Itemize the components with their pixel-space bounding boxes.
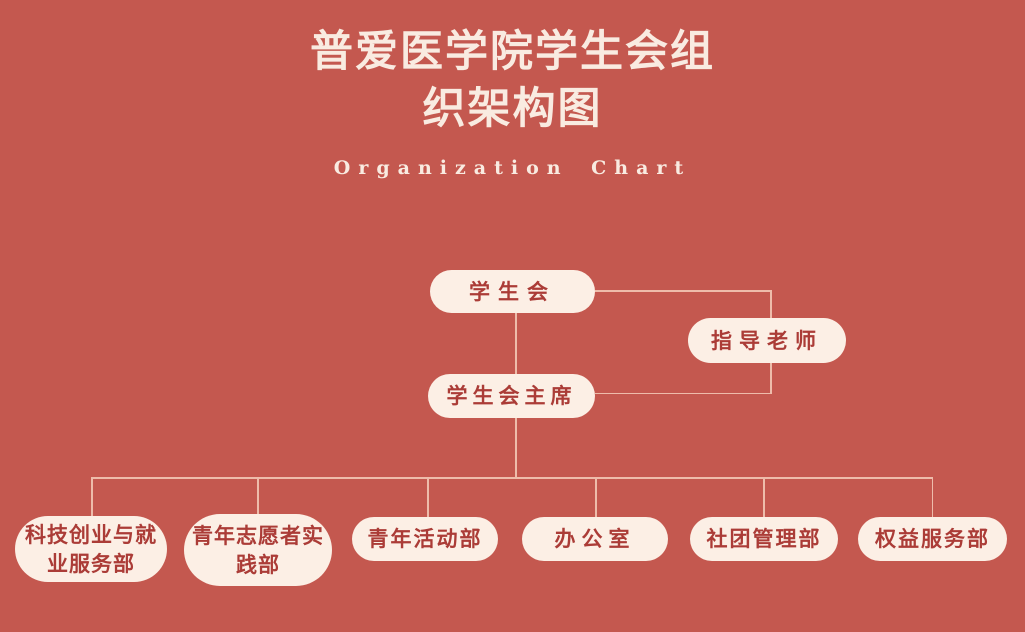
node-dept-office: 办公室 <box>522 517 668 561</box>
page-title-line2: 织架构图 <box>422 84 603 134</box>
node-dept-youth-activity: 青年活动部 <box>352 517 498 561</box>
node-president: 学生会主席 <box>428 374 595 418</box>
connector-drop-dept-3 <box>427 477 429 517</box>
connector-bus <box>91 477 933 479</box>
node-dept-youth-volunteer-practice: 青年志愿者实践部 <box>184 514 332 586</box>
connector-drop-dept-6 <box>931 477 933 517</box>
connector-drop-dept-4 <box>595 477 597 517</box>
page-title-line1: 普爱医学院学生会组 <box>310 27 715 77</box>
connector-drop-dept-2 <box>257 477 259 517</box>
connector-root-to-president <box>515 312 517 374</box>
page-subtitle: Organization Chart <box>333 157 692 179</box>
connector-president-to-bus <box>515 418 517 478</box>
node-student-union: 学生会 <box>430 270 595 313</box>
connector-drop-dept-1 <box>91 477 93 517</box>
node-dept-tech-entrepreneurship-employment: 科技创业与就业服务部 <box>15 516 167 582</box>
node-dept-rights-service: 权益服务部 <box>858 517 1007 561</box>
node-advisor: 指导老师 <box>688 318 846 363</box>
connector-drop-dept-5 <box>763 477 765 517</box>
connector-advisor-to-president <box>595 392 771 394</box>
node-dept-club-management: 社团管理部 <box>690 517 838 561</box>
page-title: 普爱医学院学生会组 织架构图 <box>0 24 1025 138</box>
connector-root-to-advisor-top <box>595 290 771 292</box>
